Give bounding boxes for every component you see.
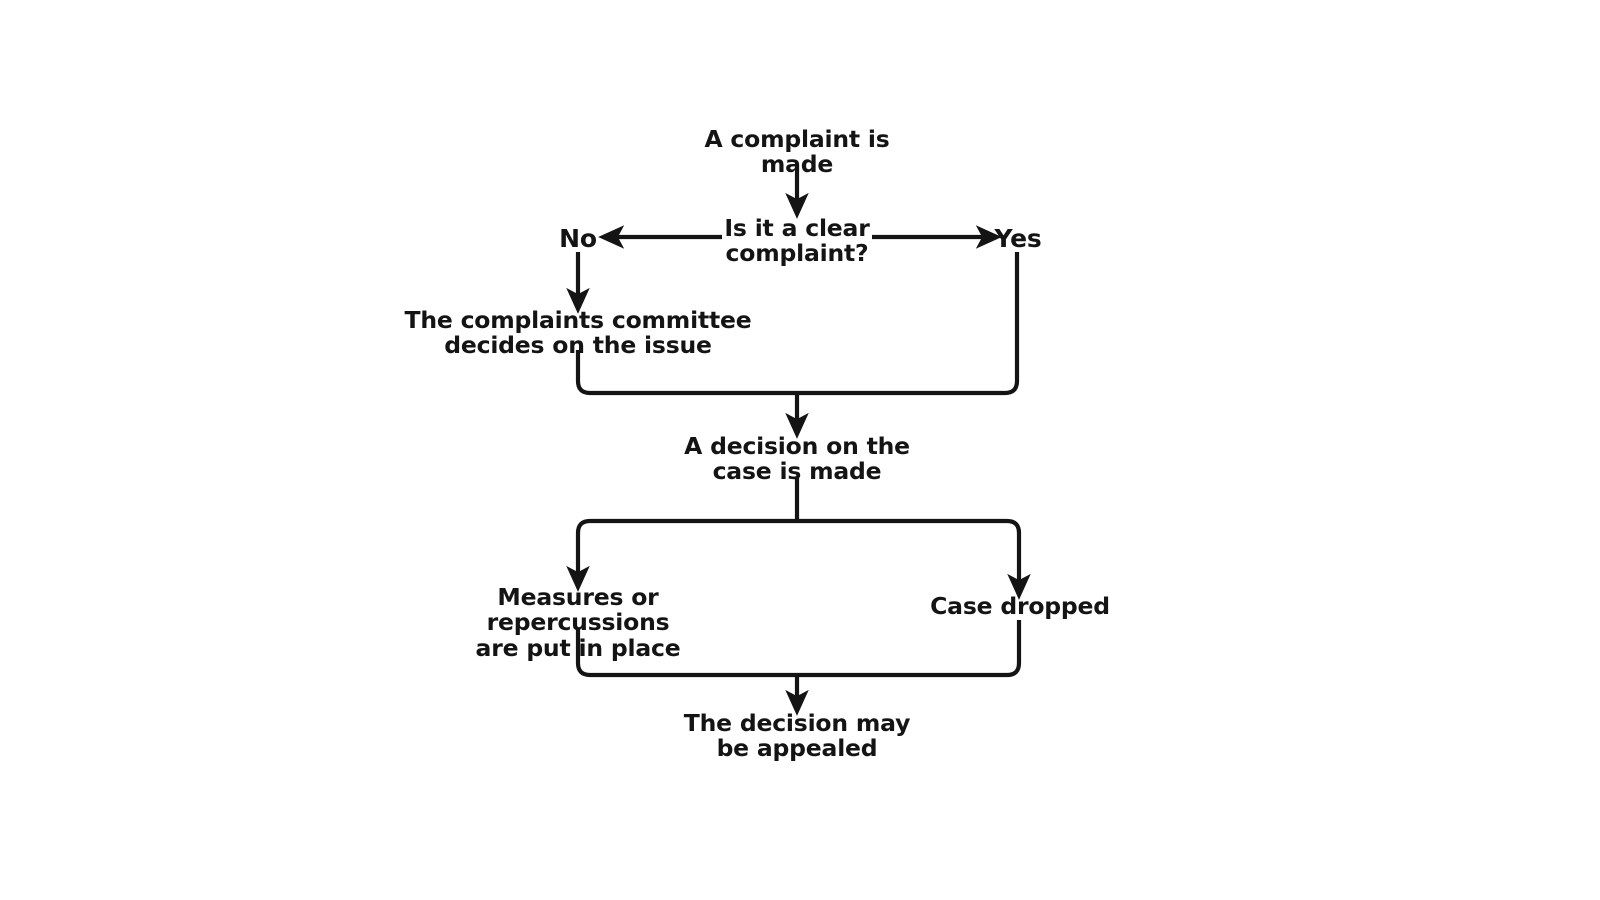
node-case-dropped: Case dropped bbox=[930, 592, 1110, 620]
node-measures-or-repercussions: Measures or repercussions are put in pla… bbox=[475, 583, 681, 662]
edge-committee-merge bbox=[575, 350, 797, 396]
edge-split-to-measures bbox=[566, 518, 797, 592]
edge-dropped-merge bbox=[797, 620, 1022, 678]
edge-split-to-dropped bbox=[797, 518, 1031, 600]
node-decision-on-case-made: A decision on the case is made bbox=[684, 432, 910, 486]
node-complaint-made: A complaint is made bbox=[704, 125, 890, 179]
node-complaints-committee-decides: The complaints committee decides on the … bbox=[404, 306, 752, 360]
branch-label-no: No bbox=[559, 224, 597, 253]
node-decision-may-be-appealed: The decision may be appealed bbox=[683, 709, 911, 763]
node-is-it-clear-complaint: Is it a clear complaint? bbox=[724, 214, 870, 268]
branch-label-yes: Yes bbox=[994, 224, 1042, 253]
edge-measures-merge bbox=[575, 628, 797, 678]
edge-yes-merge bbox=[797, 252, 1020, 396]
